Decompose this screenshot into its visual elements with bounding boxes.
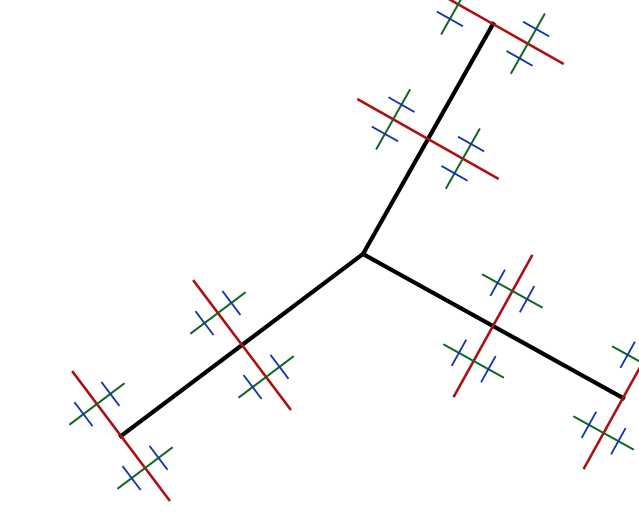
tertiary-branche-segment-38 bbox=[621, 343, 635, 368]
tertiary-branche-segment-12 bbox=[524, 22, 549, 36]
tertiary-branche-segment-13 bbox=[507, 51, 532, 65]
tertiary-branche-segment-17 bbox=[271, 356, 288, 379]
secondary-branche-segment-15 bbox=[239, 357, 293, 397]
tertiary-branche-segment-5 bbox=[459, 137, 484, 151]
tertiary-branche-segment-30 bbox=[520, 287, 534, 312]
tertiary-branche-segment-19 bbox=[196, 312, 213, 335]
secondary-branche-segment-32 bbox=[444, 345, 503, 378]
secondary-branche-segment-18 bbox=[191, 293, 245, 333]
tertiary-branche-segment-40 bbox=[612, 429, 626, 454]
tertiary-branche-segment-6 bbox=[442, 166, 467, 180]
tertiary-branche-segment-41 bbox=[582, 413, 596, 438]
primary-branche-segment-28 bbox=[454, 256, 532, 396]
secondary-branche-segment-25 bbox=[70, 384, 124, 424]
tertiary-branche-segment-24 bbox=[150, 447, 167, 470]
secondary-branche-segment-1 bbox=[377, 90, 410, 149]
primary-branche-segment-0 bbox=[358, 100, 497, 179]
secondary-branche-segment-29 bbox=[483, 275, 542, 308]
tertiary-branche-segment-34 bbox=[452, 341, 466, 366]
secondary-branche-segment-4 bbox=[446, 129, 479, 188]
primary-branche-segment-14 bbox=[194, 281, 290, 409]
secondary-branche-segment-22 bbox=[118, 448, 172, 488]
tertiary-branche-segment-20 bbox=[223, 292, 240, 315]
secondary-branche-segment-39 bbox=[574, 417, 633, 450]
secondary-branche-segment-11 bbox=[511, 14, 544, 73]
tertiary-branche-segment-26 bbox=[75, 403, 92, 426]
tertiary-branche-segment-27 bbox=[102, 383, 119, 406]
tertiary-branche-segment-3 bbox=[373, 127, 398, 141]
tertiary-branche-segment-16 bbox=[244, 376, 261, 399]
primary-branche-segment-21 bbox=[73, 372, 169, 500]
tertiary-branche-segment-10 bbox=[438, 12, 463, 26]
tertiary-branche-segment-2 bbox=[389, 98, 414, 112]
tertiary-branche-segment-31 bbox=[491, 271, 505, 296]
tertiary-branche-segment-23 bbox=[123, 467, 140, 490]
tertiary-branche-segment-33 bbox=[482, 357, 496, 382]
